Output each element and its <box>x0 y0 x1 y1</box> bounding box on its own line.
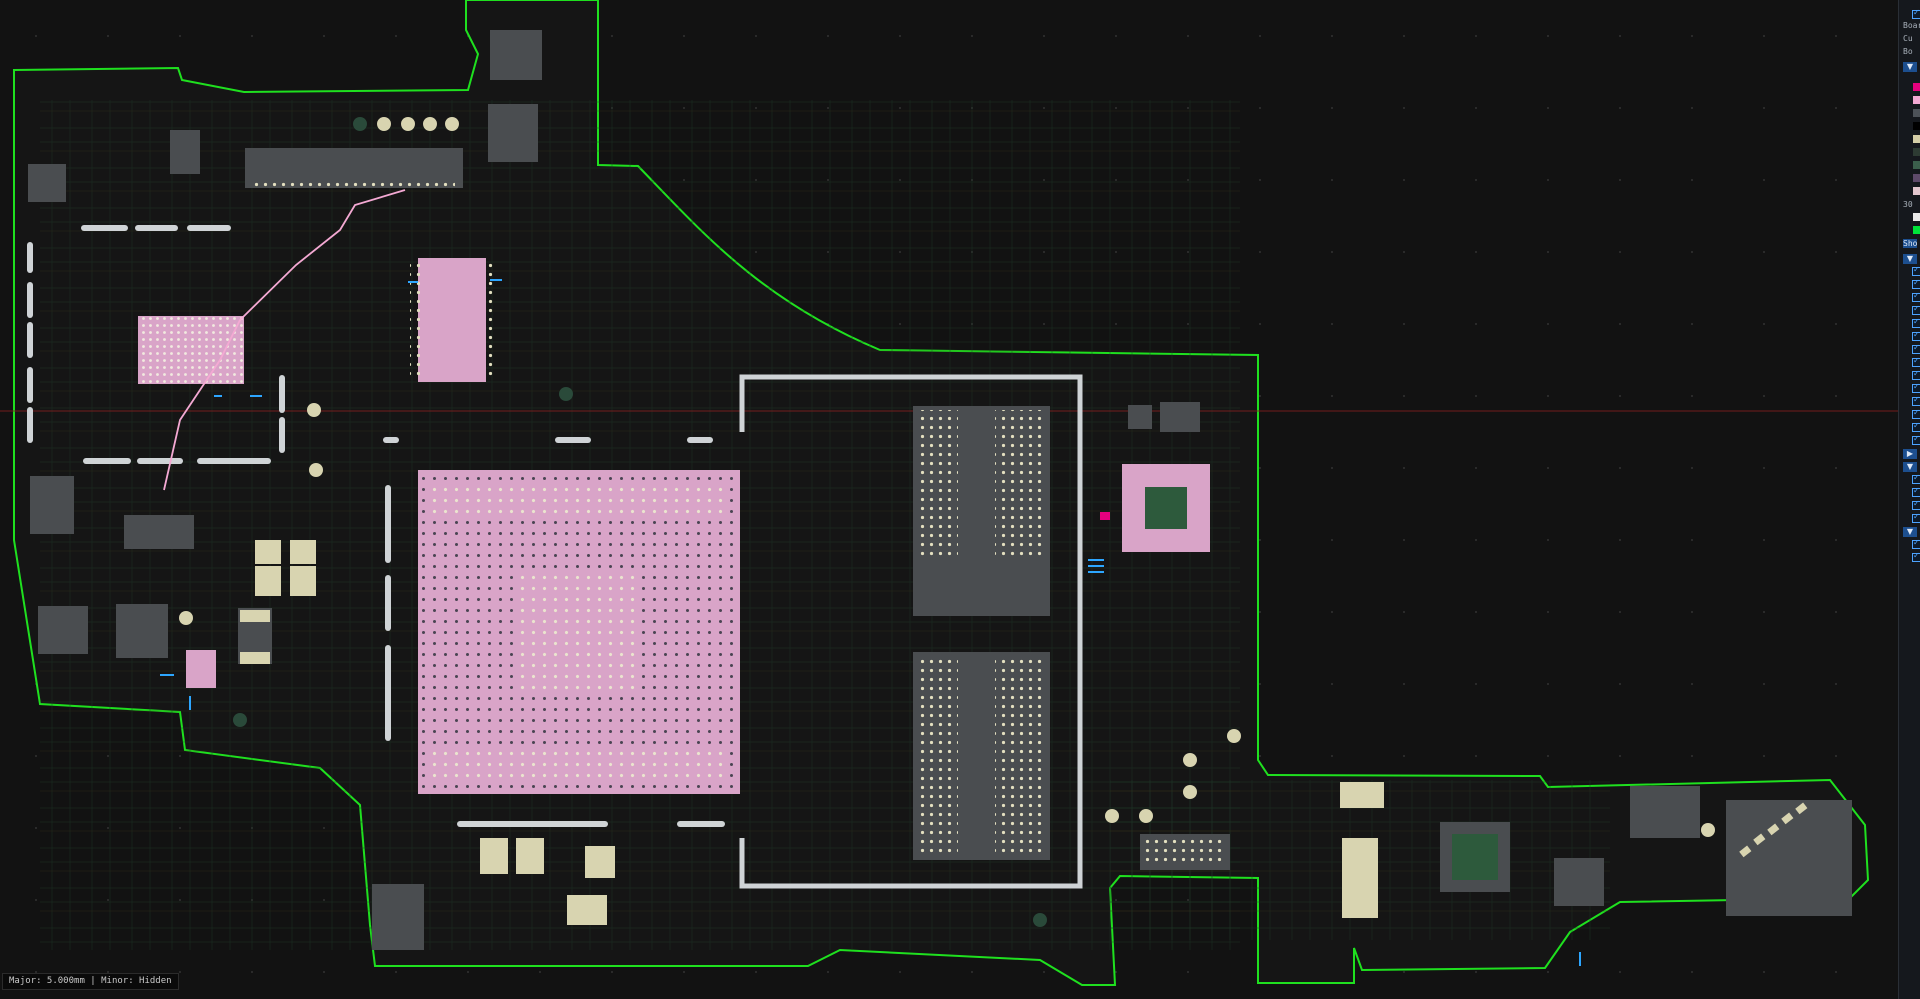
small-chip-right[interactable] <box>1160 402 1200 432</box>
pink-chip-small[interactable] <box>186 650 216 688</box>
check-icon[interactable] <box>1912 538 1920 549</box>
sub-label-1: Cu <box>1903 34 1913 43</box>
via-pad <box>377 117 391 131</box>
layer-swatch[interactable] <box>1913 109 1920 117</box>
check-icon[interactable] <box>1912 434 1920 445</box>
silk-dashes-left <box>27 225 285 464</box>
component-1[interactable] <box>170 130 200 174</box>
triangle-down-icon[interactable]: ▼ <box>1903 462 1917 472</box>
main-soc-inner <box>520 575 640 695</box>
layer-swatch[interactable] <box>1913 96 1920 104</box>
check-icon[interactable] <box>1912 395 1920 406</box>
memory-chip-1-balls <box>918 410 958 560</box>
main-soc-border-balls <box>430 480 730 520</box>
board-label: Boar <box>1903 21 1920 30</box>
main-soc-border-balls <box>430 745 730 785</box>
memory-chip-2-balls <box>995 656 1045 856</box>
check-icon[interactable] <box>1912 356 1920 367</box>
check-icon[interactable] <box>1912 369 1920 380</box>
component-block[interactable] <box>124 515 194 549</box>
memory-chip-1-balls <box>995 410 1045 560</box>
chip-left-top[interactable] <box>28 164 66 202</box>
layer-swatch[interactable] <box>1913 213 1920 221</box>
pink-trace <box>163 189 406 491</box>
qfn-chip-pad <box>1145 487 1187 529</box>
via-pad <box>401 117 415 131</box>
check-icon[interactable] <box>1912 421 1920 432</box>
check-icon[interactable] <box>1912 265 1920 276</box>
component-block[interactable] <box>1630 786 1700 838</box>
triangle-down-icon[interactable]: ▼ <box>1903 62 1917 72</box>
sub-label-2: Bo <box>1903 47 1913 56</box>
connector-block-1[interactable] <box>490 30 542 80</box>
qfn-chip-bottom-pad <box>1452 834 1498 880</box>
bga-chip-left-balls <box>138 316 244 384</box>
via-pad <box>353 117 367 131</box>
pink-connector-top[interactable] <box>418 258 486 382</box>
net-marker-arrows <box>160 279 1581 966</box>
check-icon[interactable] <box>1912 512 1920 523</box>
check-icon[interactable] <box>1912 278 1920 289</box>
layer-swatch[interactable] <box>1913 148 1920 156</box>
grid-status-bar: Major: 5.000mm | Minor: Hidden <box>2 973 179 990</box>
check-icon[interactable] <box>1912 343 1920 354</box>
layer-swatch[interactable] <box>1913 174 1920 182</box>
component-block[interactable] <box>30 476 74 534</box>
layer-swatch[interactable] <box>1913 122 1920 130</box>
check-icon[interactable] <box>1912 486 1920 497</box>
memory-chip-2-balls <box>918 656 958 856</box>
pink-connector-pins <box>410 262 494 378</box>
check-icon[interactable] <box>1912 304 1920 315</box>
layer-swatch[interactable] <box>1913 83 1920 91</box>
check-icon[interactable] <box>1912 382 1920 393</box>
top-connector[interactable] <box>245 148 463 188</box>
component-block[interactable] <box>38 606 88 654</box>
check-icon[interactable] <box>1912 499 1920 510</box>
check-icon[interactable] <box>1912 291 1920 302</box>
check-icon[interactable] <box>1912 473 1920 484</box>
layer-swatch[interactable] <box>1913 226 1920 234</box>
layer-swatch[interactable] <box>1913 187 1920 195</box>
check-icon[interactable] <box>1912 330 1920 341</box>
via-pad <box>423 117 437 131</box>
triangle-right-icon[interactable]: ▶ <box>1903 449 1917 459</box>
component-block[interactable] <box>372 884 424 950</box>
small-chip-right[interactable] <box>1128 405 1152 429</box>
count-label: 30 <box>1903 200 1913 209</box>
misc-circle-pads <box>179 403 1715 837</box>
cream-pad-row <box>1739 802 1808 858</box>
memory-shield-outline <box>739 374 1083 889</box>
component-block[interactable] <box>1554 858 1604 906</box>
check-icon[interactable] <box>1912 317 1920 328</box>
show-label[interactable]: Sho <box>1903 239 1918 248</box>
misc-via-pads <box>233 387 1047 927</box>
via-pad <box>445 117 459 131</box>
layer-swatch[interactable] <box>1913 161 1920 169</box>
triangle-down-icon[interactable]: ▼ <box>1903 254 1917 264</box>
triangle-down-icon[interactable]: ▼ <box>1903 527 1917 537</box>
top-connector-pins <box>250 182 455 188</box>
check-icon[interactable] <box>1912 8 1920 19</box>
layer-swatch[interactable] <box>1913 135 1920 143</box>
check-icon[interactable] <box>1912 551 1920 562</box>
silk-soc-outline <box>383 437 725 827</box>
connector-bottom-pins <box>1144 838 1226 866</box>
side-panel: Boar Cu Bo ▼ 30 Sho ▼ ▶ ▼ ▼ <box>1898 0 1920 999</box>
connector-block-2[interactable] <box>488 104 538 162</box>
component-block[interactable] <box>116 604 168 658</box>
check-icon[interactable] <box>1912 408 1920 419</box>
cream-pads <box>240 540 1384 925</box>
magenta-pad <box>1100 512 1110 520</box>
